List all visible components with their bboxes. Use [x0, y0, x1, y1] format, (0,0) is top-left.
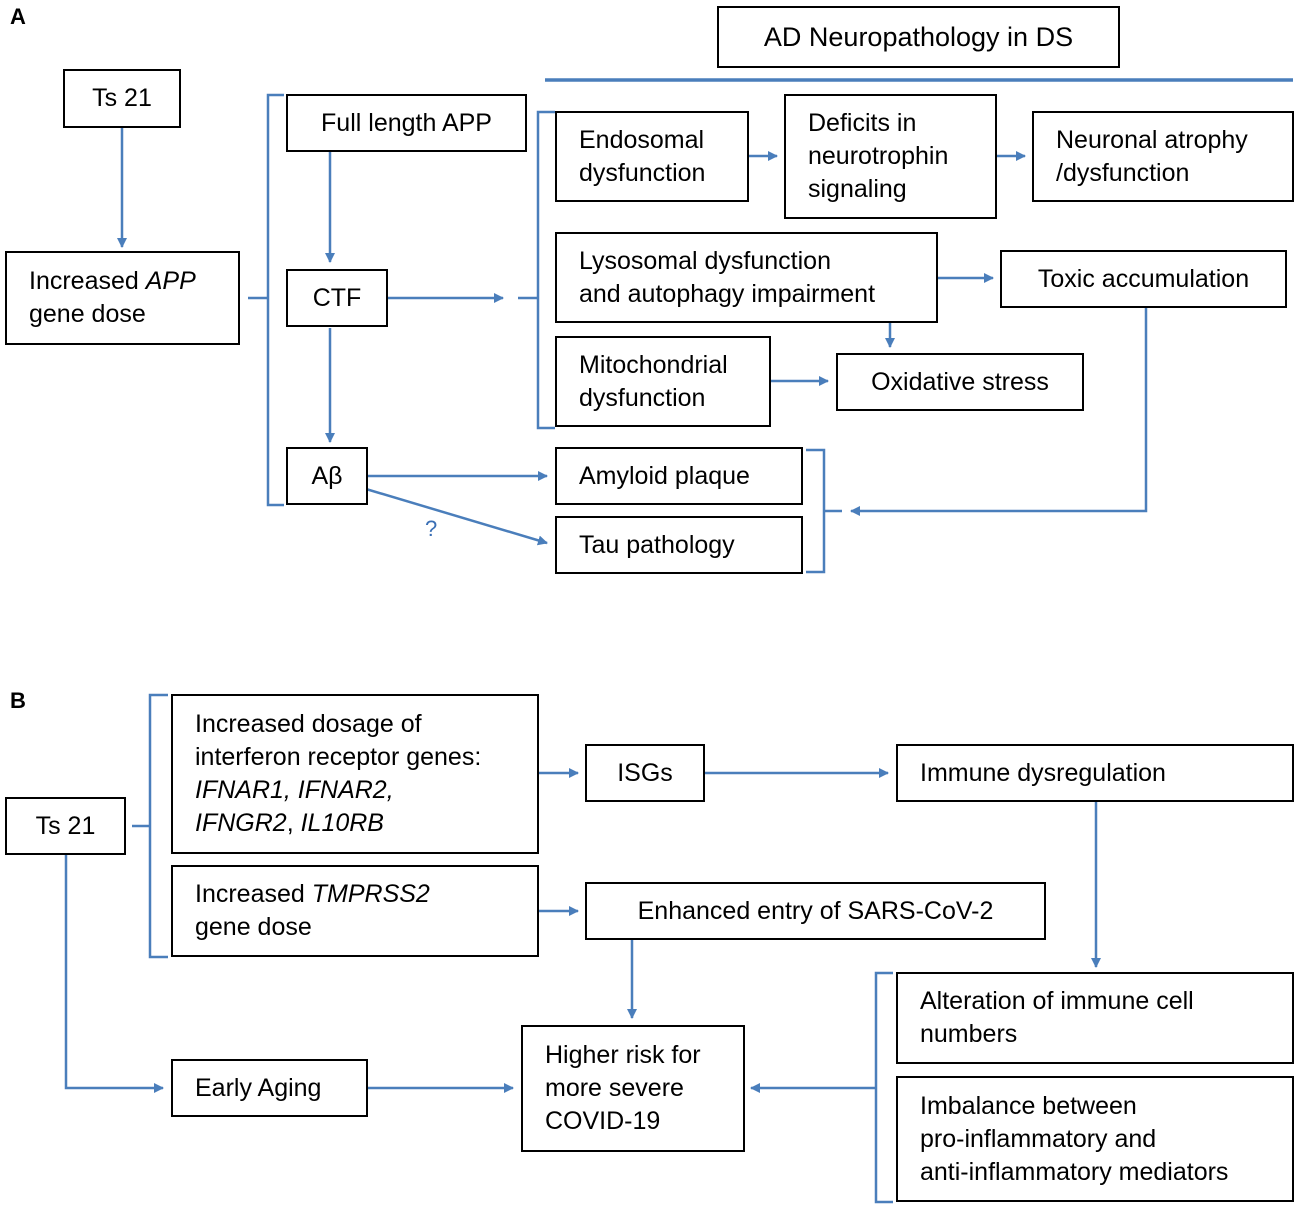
node-imbalance-mediators: Imbalance between pro-inflammatory and a…: [896, 1076, 1294, 1202]
interferon-line3: IFNAR1, IFNAR2,: [195, 776, 394, 804]
arrow-abeta-to-tau: [355, 484, 548, 546]
node-oxidative-stress: Oxidative stress: [836, 353, 1084, 411]
node-increased-tmprss2: Increased TMPRSS2 gene dose: [171, 865, 539, 957]
node-abeta: Aβ: [286, 447, 368, 505]
node-neuronal-atrophy: Neuronal atrophy /dysfunction: [1032, 111, 1294, 202]
neuronal-line1: Neuronal atrophy: [1056, 125, 1248, 154]
neurotrophin-line3: signaling: [808, 175, 907, 203]
bracket-app-products: [248, 93, 284, 507]
interferon-gene-ifngr2: IFNGR2: [195, 809, 287, 837]
tmprss2-prefix: Increased: [195, 880, 312, 908]
lysosomal-line1: Lysosomal dysfunction: [579, 246, 831, 275]
node-increased-app: Increased APP gene dose: [5, 251, 240, 345]
higher-risk-line1: Higher risk for: [545, 1041, 701, 1069]
node-ctf: CTF: [286, 269, 388, 327]
bracket-ts21-genes: [132, 693, 168, 959]
interferon-line1: Increased dosage of: [195, 710, 422, 738]
neurotrophin-line2: neurotrophin: [808, 142, 949, 170]
node-toxic-accumulation: Toxic accumulation: [1000, 250, 1287, 308]
node-mitochondrial-dysfunction: Mitochondrial dysfunction: [555, 336, 771, 427]
panel-label-a: A: [10, 4, 26, 29]
node-early-aging: Early Aging: [171, 1059, 368, 1117]
mitochondrial-line1: Mitochondrial: [579, 350, 728, 379]
bracket-pathology: [806, 448, 842, 574]
lysosomal-line2: and autophagy impairment: [579, 279, 876, 308]
interferon-gene-il10rb: IL10RB: [300, 809, 384, 837]
imbalance-line1: Imbalance between: [920, 1091, 1137, 1120]
arrow-ts21-to-early-aging: [64, 845, 164, 1093]
increased-app-gene: APP: [145, 267, 196, 295]
higher-risk-line3: COVID-19: [545, 1107, 661, 1135]
bracket-dysfunctions: [518, 110, 555, 430]
node-ts21-a: Ts 21: [63, 69, 181, 128]
node-ts21-b: Ts 21: [5, 797, 126, 855]
node-tau-pathology: Tau pathology: [555, 516, 803, 574]
higher-risk-line2: more severe: [545, 1074, 684, 1102]
arrow-toxic-to-pathology: [850, 297, 1148, 516]
tmprss2-gene: TMPRSS2: [311, 880, 430, 908]
header-ad-neuropathology: AD Neuropathology in DS: [717, 6, 1120, 68]
node-higher-risk-covid: Higher risk for more severe COVID-19: [521, 1025, 745, 1152]
node-isgs: ISGs: [585, 744, 705, 802]
interferon-line2: interferon receptor genes:: [195, 743, 482, 771]
node-endosomal-dysfunction: Endosomal dysfunction: [555, 111, 749, 202]
node-immune-dysregulation: Immune dysregulation: [896, 744, 1294, 802]
node-amyloid-plaque: Amyloid plaque: [555, 447, 803, 505]
bracket-immune-effects: [860, 971, 893, 1204]
imbalance-line3: anti-inflammatory mediators: [920, 1157, 1229, 1186]
question-mark-label: ?: [425, 516, 438, 541]
node-lysosomal-dysfunction: Lysosomal dysfunction and autophagy impa…: [555, 232, 938, 323]
node-full-length-app: Full length APP: [286, 94, 527, 152]
node-neurotrophin-deficits: Deficits in neurotrophin signaling: [784, 94, 997, 219]
endosomal-line2: dysfunction: [579, 158, 706, 187]
neuronal-line2: /dysfunction: [1056, 158, 1190, 187]
node-alteration-immune-cells: Alteration of immune cell numbers: [896, 972, 1294, 1064]
imbalance-line2: pro-inflammatory and: [920, 1124, 1157, 1153]
neurotrophin-line1: Deficits in: [808, 109, 917, 137]
node-enhanced-entry: Enhanced entry of SARS-CoV-2: [585, 882, 1046, 940]
node-interferon-receptor-genes: Increased dosage of interferon receptor …: [171, 694, 539, 854]
panel-label-b: B: [10, 688, 26, 713]
alteration-line2: numbers: [920, 1020, 1018, 1048]
increased-app-prefix: Increased: [29, 267, 146, 295]
alteration-line1: Alteration of immune cell: [920, 987, 1194, 1015]
tmprss2-line2: gene dose: [195, 913, 312, 941]
interferon-separator: ,: [286, 809, 301, 837]
increased-app-line2: gene dose: [29, 300, 146, 328]
mitochondrial-line2: dysfunction: [579, 383, 706, 412]
endosomal-line1: Endosomal: [579, 125, 705, 154]
